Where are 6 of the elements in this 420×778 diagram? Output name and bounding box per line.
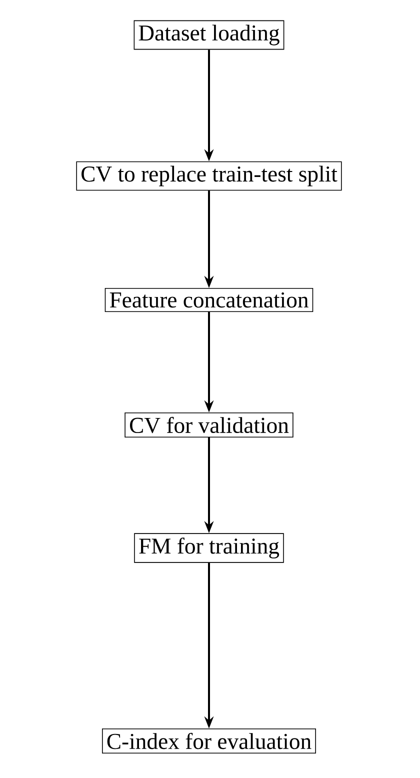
process-box: Dataset loading: [134, 20, 284, 50]
process-box: FM for training: [134, 533, 284, 563]
process-box: Feature concatenation: [104, 288, 314, 312]
process-box: CV for validation: [124, 412, 294, 438]
process-box: CV to replace train-test split: [76, 161, 342, 191]
process-box: C-index for evaluation: [102, 728, 316, 754]
